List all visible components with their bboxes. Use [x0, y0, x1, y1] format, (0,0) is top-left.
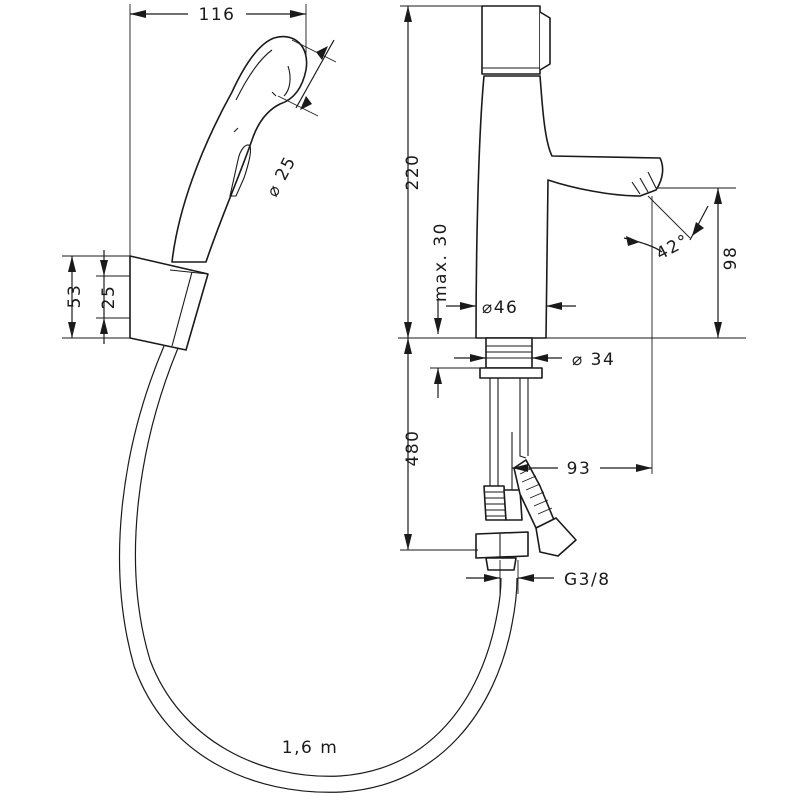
dim-116	[129, 2, 307, 258]
dim-label-93: 93	[567, 459, 592, 479]
dim-label-max-30: max. 30	[431, 222, 451, 302]
dim-label-25: 25	[99, 285, 119, 310]
dim-label-angle-42: 42°	[653, 230, 693, 264]
dim-dia-46	[446, 302, 576, 310]
dim-label-hose-length: 1,6 m	[282, 738, 339, 758]
dim-label-98: 98	[721, 246, 741, 271]
dim-max-30	[430, 300, 484, 398]
dim-480	[400, 338, 478, 551]
dim-220	[400, 5, 482, 338]
wall-holder	[129, 255, 209, 351]
dim-label-220: 220	[403, 154, 423, 191]
dim-25	[96, 250, 130, 344]
dim-dia-34	[454, 354, 562, 362]
dim-label-g38: G3/8	[564, 570, 611, 590]
dim-label-dia-25: ⌀ 25	[263, 153, 301, 201]
hand-shower	[171, 35, 308, 263]
dim-93	[512, 456, 652, 480]
dim-angle-42	[623, 195, 709, 253]
shower-hose	[118, 345, 518, 793]
dim-label-480: 480	[403, 430, 423, 467]
dim-dia-25	[277, 39, 337, 117]
dim-53	[62, 255, 130, 339]
mixer-body	[475, 5, 664, 571]
dim-label-53: 53	[65, 284, 85, 309]
dim-label-116: 116	[199, 5, 236, 25]
dim-98	[656, 187, 736, 338]
dim-label-dia-46: ⌀46	[482, 298, 518, 318]
dim-g38	[466, 560, 554, 594]
dim-label-dia-34: ⌀ 34	[572, 350, 615, 370]
